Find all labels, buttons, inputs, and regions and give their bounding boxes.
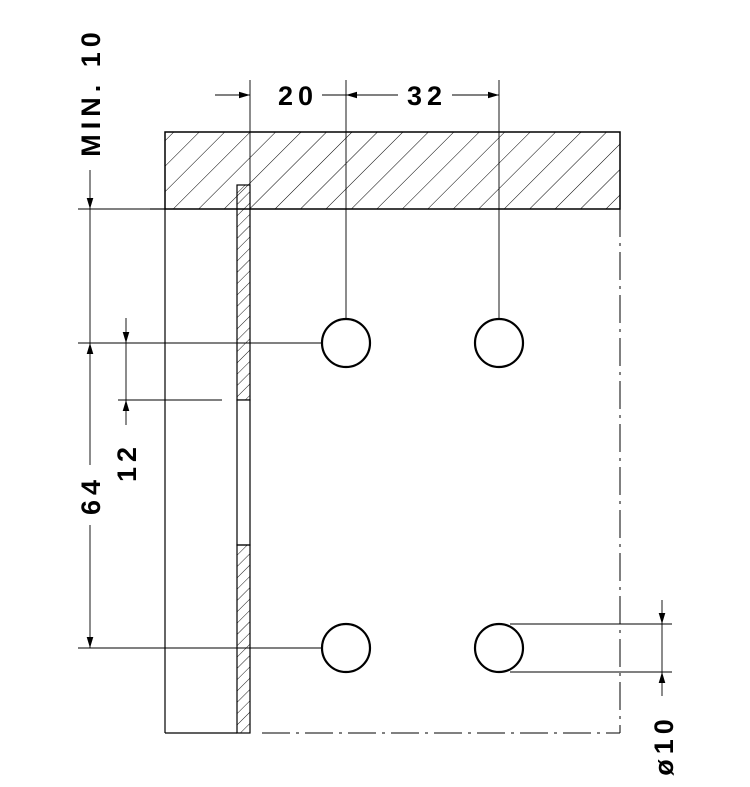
dimension-12: 12 (112, 318, 142, 482)
dimension-20-label: 20 (278, 81, 318, 111)
mounting-plate-section (236, 184, 251, 734)
hole-top-left (320, 317, 372, 369)
hole-bottom-right (473, 622, 525, 674)
hole-bottom-left (320, 622, 372, 674)
dimension-32: 32 (346, 81, 499, 111)
extension-lines (78, 80, 672, 673)
top-panel-section (164, 131, 621, 210)
dimension-diameter-10: ø10 (649, 600, 679, 776)
dimension-64-label: 64 (76, 475, 106, 515)
dimension-12-label: 12 (112, 442, 142, 482)
dimension-diameter-10-label: ø10 (649, 714, 679, 776)
cabinet-side-outline (150, 208, 621, 734)
dimension-64: 64 (76, 343, 106, 648)
dimension-min-10-label: MIN. 10 (76, 27, 106, 157)
drill-holes (320, 317, 525, 674)
dimension-32-label: 32 (407, 81, 447, 111)
dimension-min-10: MIN. 10 (76, 27, 106, 343)
dimension-20: 20 (215, 81, 346, 111)
hole-top-right (473, 317, 525, 369)
